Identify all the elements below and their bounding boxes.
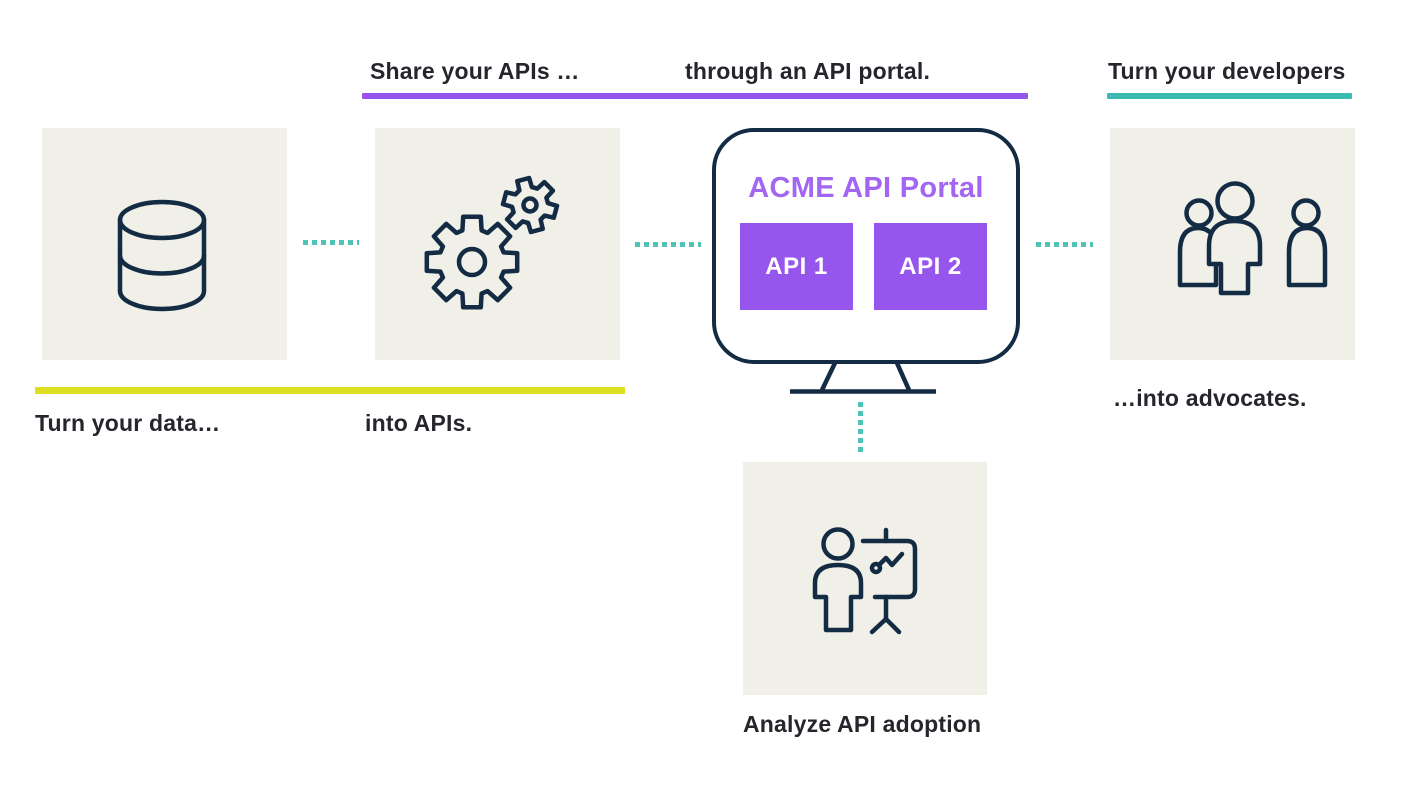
caption-turn-developers: Turn your developers xyxy=(1108,58,1346,84)
database-tile xyxy=(42,128,287,360)
lime-underline xyxy=(35,387,625,394)
database-icon xyxy=(117,199,207,312)
teal-underline xyxy=(1107,93,1352,99)
purple-underline xyxy=(362,93,1028,99)
caption-analyze-adoption: Analyze API adoption xyxy=(743,711,982,737)
users-icon xyxy=(1177,181,1328,296)
caption-into-advocates: …into advocates. xyxy=(1113,385,1307,411)
api-2-tile: API 2 xyxy=(874,223,987,310)
connector-portal-users xyxy=(1036,242,1093,247)
api-tile-row: API 1 API 2 xyxy=(740,223,987,310)
connector-db-gears xyxy=(303,240,359,245)
monitor-icon: ACME API Portal API 1 API 2 xyxy=(712,128,1020,364)
caption-into-apis: into APIs. xyxy=(365,410,473,436)
gears-tile xyxy=(375,128,620,360)
portal-title: ACME API Portal xyxy=(748,172,984,204)
users-tile xyxy=(1110,128,1355,360)
caption-through-portal: through an API portal. xyxy=(685,58,931,84)
monitor-stand xyxy=(790,362,936,394)
caption-turn-data: Turn your data… xyxy=(35,410,221,436)
connector-gears-portal xyxy=(635,242,701,247)
connector-portal-analytics xyxy=(858,402,863,454)
analytics-tile xyxy=(743,462,987,695)
caption-share-your-apis: Share your APIs … xyxy=(370,58,580,84)
gears-icon xyxy=(424,175,560,310)
api-1-tile: API 1 xyxy=(740,223,853,310)
presentation-board-icon xyxy=(812,527,918,635)
